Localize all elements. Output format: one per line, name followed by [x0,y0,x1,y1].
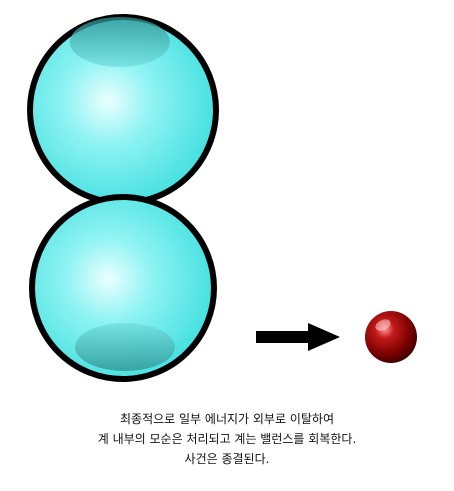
caption: 최종적으로 일부 에너지가 외부로 이탈하여 계 내부의 모순은 처리되고 계는… [0,409,454,469]
particle-highlight [375,319,391,331]
released-particle [365,311,417,363]
right-arrow-icon [256,323,340,351]
caption-line-1: 최종적으로 일부 에너지가 외부로 이탈하여 [120,412,334,426]
upper-bubble [27,14,219,206]
caption-line-3: 사건은 종결된다. [184,452,270,466]
caption-line-2: 계 내부의 모순은 처리되고 계는 밸런스를 회복한다. [97,432,357,446]
upper-bubble-gloss [70,17,170,67]
lower-bubble-gloss [75,323,175,371]
lower-bubble [29,194,217,382]
